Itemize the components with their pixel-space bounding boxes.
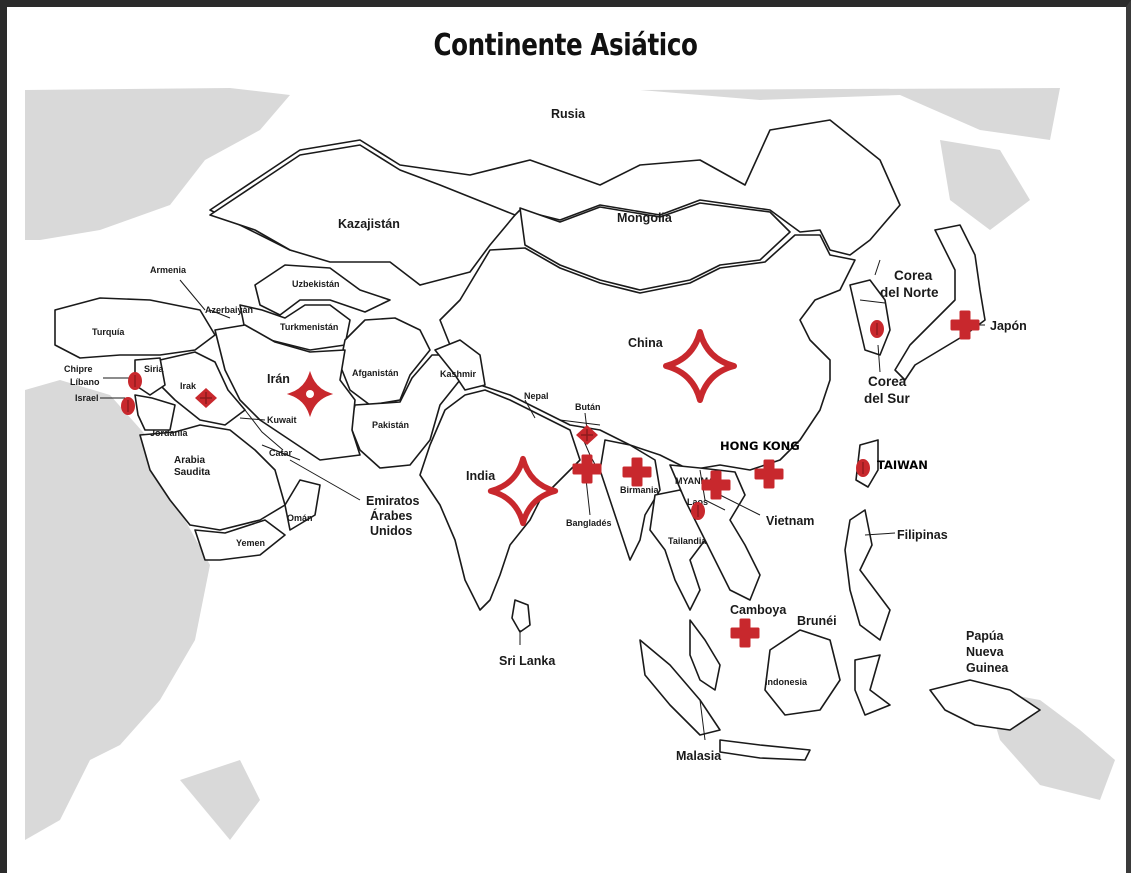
label-turkmenistan: Turkmenistán: [280, 322, 338, 332]
label-pakistan: Pakistán: [372, 420, 409, 430]
iraq-shape: [159, 351, 246, 426]
label-birmania: Birmania: [620, 485, 660, 495]
india-shape: [419, 389, 581, 611]
oman-shape: [284, 479, 321, 531]
surrounding-land: [25, 88, 1115, 840]
label-libano: Líbano: [70, 377, 100, 387]
label-indonesia: Indonesia: [765, 677, 808, 687]
label-kashmir: Kashmir: [440, 369, 477, 379]
mongolia-shape: [519, 202, 791, 291]
marker-israel: [120, 396, 136, 416]
map-title: Continente Asiático: [433, 28, 698, 63]
label-papua-2: Nueva: [966, 645, 1005, 659]
philippines-shape: [844, 509, 891, 641]
japan-shape: [894, 224, 986, 381]
yemen-shape: [194, 519, 286, 561]
marker-laos: [690, 501, 706, 521]
sri-lanka-shape: [511, 599, 531, 633]
label-emiratos-2: Árabes: [370, 508, 412, 523]
label-banglades: Bangladés: [566, 518, 612, 528]
label-laos: Laos: [687, 497, 708, 507]
label-rusia: Rusia: [551, 107, 586, 121]
label-hong-kong: HONG KONG: [720, 439, 800, 453]
label-irak: Irak: [180, 381, 197, 391]
iran-shape: [214, 324, 361, 461]
label-oman: Omán: [287, 513, 313, 523]
label-mongolia: Mongolia: [617, 211, 673, 225]
sumatra-shape: [639, 639, 721, 736]
label-brunei: Brunéi: [797, 614, 837, 628]
label-catar: Catar: [269, 448, 293, 458]
label-jordania: Jordania: [150, 428, 189, 438]
label-armenia: Armenia: [150, 265, 187, 275]
turkey-shape: [54, 297, 216, 359]
label-sri-lanka: Sri Lanka: [499, 654, 556, 668]
label-kazajistan: Kazajistán: [338, 217, 400, 231]
label-arabia-2: Saudita: [174, 467, 211, 478]
label-china: China: [628, 336, 664, 350]
label-nepal: Nepal: [524, 391, 549, 401]
sulawesi-shape: [854, 654, 891, 716]
label-iran: Irán: [267, 372, 290, 386]
label-myanmar: MYANMAR: [675, 476, 722, 486]
uzbekistan-shape: [254, 264, 391, 316]
label-japon: Japón: [990, 319, 1027, 333]
borneo-shape: [764, 629, 841, 716]
label-corea-sur-2: del Sur: [864, 391, 911, 406]
label-tailandia: Tailandia: [668, 536, 707, 546]
label-emiratos-1: Emiratos: [366, 494, 420, 508]
new-guinea-shape: [929, 679, 1041, 731]
pakistan-shape: [349, 354, 461, 469]
label-taiwan: TAIWAN: [877, 458, 928, 472]
kashmir-shape: [434, 339, 486, 391]
marker-siria: [127, 371, 143, 391]
label-butan: Bután: [575, 402, 601, 412]
label-afganistan: Afganistán: [352, 368, 399, 378]
java-shape: [719, 739, 811, 761]
country-labels: Rusia Kazajistán Mongolia China Uzbekist…: [64, 107, 1027, 763]
jordan-shape: [134, 394, 176, 431]
china-shape: [439, 234, 856, 471]
label-yemen: Yemen: [236, 538, 265, 548]
label-india: India: [466, 469, 496, 483]
marker-camboya: [730, 618, 760, 648]
malaysia-shape: [689, 619, 721, 691]
laos-vietnam-shape: [669, 464, 761, 601]
label-malasia: Malasia: [676, 749, 722, 763]
myanmar-shape: [599, 439, 661, 561]
label-arabia-1: Arabia: [174, 455, 206, 466]
label-chipre: Chipre: [64, 364, 93, 374]
label-corea-norte-2: del Norte: [880, 285, 939, 300]
label-vietnam: Vietnam: [766, 514, 814, 528]
label-siria: Siria: [144, 364, 165, 374]
asia-countries: [54, 119, 1041, 761]
label-camboya: Camboya: [730, 603, 787, 617]
label-emiratos-3: Unidos: [370, 524, 412, 538]
label-corea-sur-1: Corea: [868, 374, 907, 389]
marker-corea-sur: [869, 319, 885, 339]
label-uzbekistan: Uzbekistán: [292, 279, 340, 289]
marker-taiwan: [855, 458, 871, 478]
label-filipinas: Filipinas: [897, 528, 948, 542]
label-israel: Israel: [75, 393, 99, 403]
label-papua-3: Guinea: [966, 661, 1009, 675]
afghanistan-shape: [339, 317, 431, 406]
label-corea-norte-1: Corea: [894, 268, 933, 283]
kazakhstan-shape: [209, 144, 516, 286]
label-papua-1: Papúa: [966, 629, 1005, 643]
label-turquia: Turquía: [92, 327, 125, 337]
label-azerbaiyan: Azerbaiyán: [205, 305, 253, 315]
label-kuwait: Kuwait: [267, 415, 297, 425]
